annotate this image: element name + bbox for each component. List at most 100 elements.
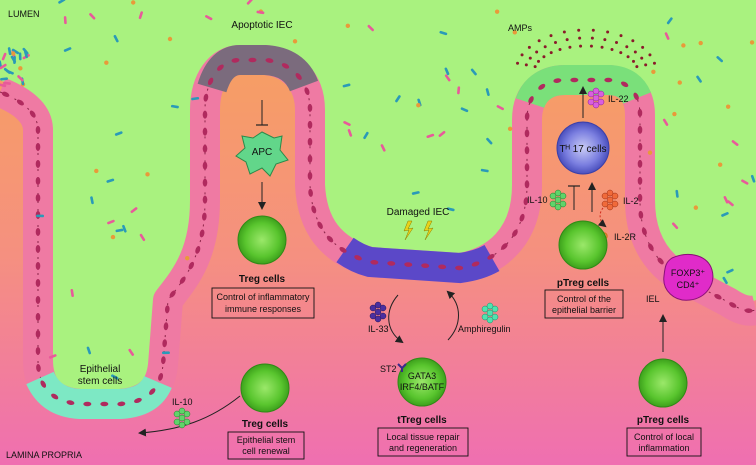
molecule-unit bbox=[554, 196, 562, 204]
bacterium bbox=[7, 47, 12, 56]
bacterium bbox=[110, 234, 116, 240]
amp-dot bbox=[527, 45, 531, 49]
nucleus bbox=[35, 244, 41, 253]
gata3-label: GATA3 bbox=[408, 371, 436, 381]
bacterium bbox=[750, 174, 756, 183]
treg-left-box-line2: cell renewal bbox=[242, 446, 290, 456]
bacterium bbox=[696, 75, 702, 83]
bacterium bbox=[693, 205, 699, 210]
bacterium bbox=[342, 83, 351, 88]
epithelial-nuclei bbox=[1, 57, 753, 407]
molecule-unit bbox=[178, 407, 186, 415]
molecule-unit bbox=[549, 200, 557, 208]
molecule-unit bbox=[486, 309, 494, 317]
amp-dot bbox=[640, 56, 644, 60]
ttreg-box-line2: and regeneration bbox=[389, 443, 457, 453]
amp-dot bbox=[615, 41, 618, 45]
bacterium bbox=[0, 83, 7, 88]
ptreg-top-box bbox=[544, 289, 624, 319]
treg-left-box-line1: Epithelial stem bbox=[237, 435, 296, 445]
nucleus bbox=[304, 87, 310, 96]
bacterium bbox=[647, 150, 653, 155]
il10-bottom-label: IL-10 bbox=[172, 397, 193, 407]
nucleus bbox=[455, 265, 464, 271]
nucleus bbox=[202, 110, 208, 119]
molecule-unit bbox=[606, 203, 614, 211]
bacterium bbox=[128, 348, 135, 356]
amp-dot bbox=[626, 55, 630, 59]
molecule-unit bbox=[597, 90, 605, 98]
il22-molecule bbox=[587, 87, 605, 109]
molecule-unit bbox=[491, 313, 499, 321]
bacterium bbox=[395, 95, 401, 103]
bacterium bbox=[666, 17, 673, 25]
molecule-unit bbox=[173, 418, 181, 426]
stem-cells-label-line2: stem cells bbox=[78, 376, 122, 387]
iel-cell bbox=[663, 254, 714, 301]
ptreg-top-title: pTreg cells bbox=[557, 278, 610, 289]
ptreg-bottom-cell bbox=[638, 358, 688, 408]
bacterium bbox=[672, 111, 677, 117]
nucleus bbox=[163, 322, 169, 331]
ptreg-bottom-box bbox=[626, 427, 702, 457]
amp-dot bbox=[520, 53, 524, 57]
nucleus bbox=[307, 137, 313, 146]
molecule-unit bbox=[369, 312, 377, 320]
amp-dot bbox=[641, 45, 645, 49]
bacterium bbox=[3, 67, 11, 74]
nucleus bbox=[307, 103, 313, 112]
amp-dot bbox=[603, 38, 607, 42]
amp-dot bbox=[635, 65, 639, 69]
amp-dot bbox=[590, 36, 594, 40]
molecule-unit bbox=[369, 304, 377, 312]
apoptotic-iec-label: Apoptotic IEC bbox=[231, 20, 292, 31]
nucleus bbox=[169, 290, 176, 298]
nucleus bbox=[308, 188, 313, 197]
bacterium bbox=[411, 191, 420, 195]
iel-label: IEL bbox=[646, 294, 660, 304]
treg-mid-cell bbox=[237, 215, 287, 265]
amp-dot bbox=[562, 30, 566, 34]
ttreg-title: tTreg cells bbox=[397, 415, 447, 426]
nucleus bbox=[714, 293, 722, 300]
molecule-unit bbox=[379, 312, 387, 320]
nucleus bbox=[637, 193, 643, 202]
amphiregulin-label: Amphiregulin bbox=[458, 324, 511, 334]
bacterium bbox=[446, 207, 455, 212]
molecule-unit bbox=[592, 87, 600, 95]
lumen-region bbox=[0, 0, 756, 392]
amp-dot bbox=[536, 59, 540, 63]
nucleus bbox=[188, 261, 195, 270]
nucleus bbox=[311, 205, 317, 214]
bacterium bbox=[726, 268, 734, 274]
apc-label: APC bbox=[252, 147, 273, 158]
nucleus bbox=[587, 77, 596, 83]
molecule-unit bbox=[178, 421, 186, 429]
bacterium bbox=[89, 13, 96, 20]
molecule-unit bbox=[611, 192, 619, 200]
nucleus bbox=[523, 197, 529, 206]
il10-top-molecule bbox=[549, 189, 567, 211]
nucleus bbox=[354, 255, 362, 261]
molecule-unit bbox=[601, 192, 609, 200]
nucleus bbox=[421, 263, 430, 268]
bacterium bbox=[675, 189, 679, 198]
bacterium bbox=[185, 255, 190, 261]
nucleus bbox=[195, 246, 201, 254]
nucleus bbox=[295, 73, 302, 80]
amphiregulin-arrow bbox=[446, 290, 459, 341]
nucleus bbox=[487, 253, 495, 260]
bacterium bbox=[86, 346, 92, 355]
molecule-unit bbox=[559, 200, 567, 208]
nucleus bbox=[35, 278, 41, 287]
molecule-unit bbox=[374, 308, 382, 316]
bacterium bbox=[716, 56, 723, 63]
bacterium bbox=[0, 77, 9, 81]
treg-left-cell bbox=[240, 363, 290, 413]
bacterium bbox=[36, 214, 45, 218]
amp-dot bbox=[542, 55, 546, 59]
bacterium bbox=[115, 228, 124, 233]
amp-dot bbox=[606, 30, 610, 34]
molecule-unit bbox=[374, 301, 382, 309]
